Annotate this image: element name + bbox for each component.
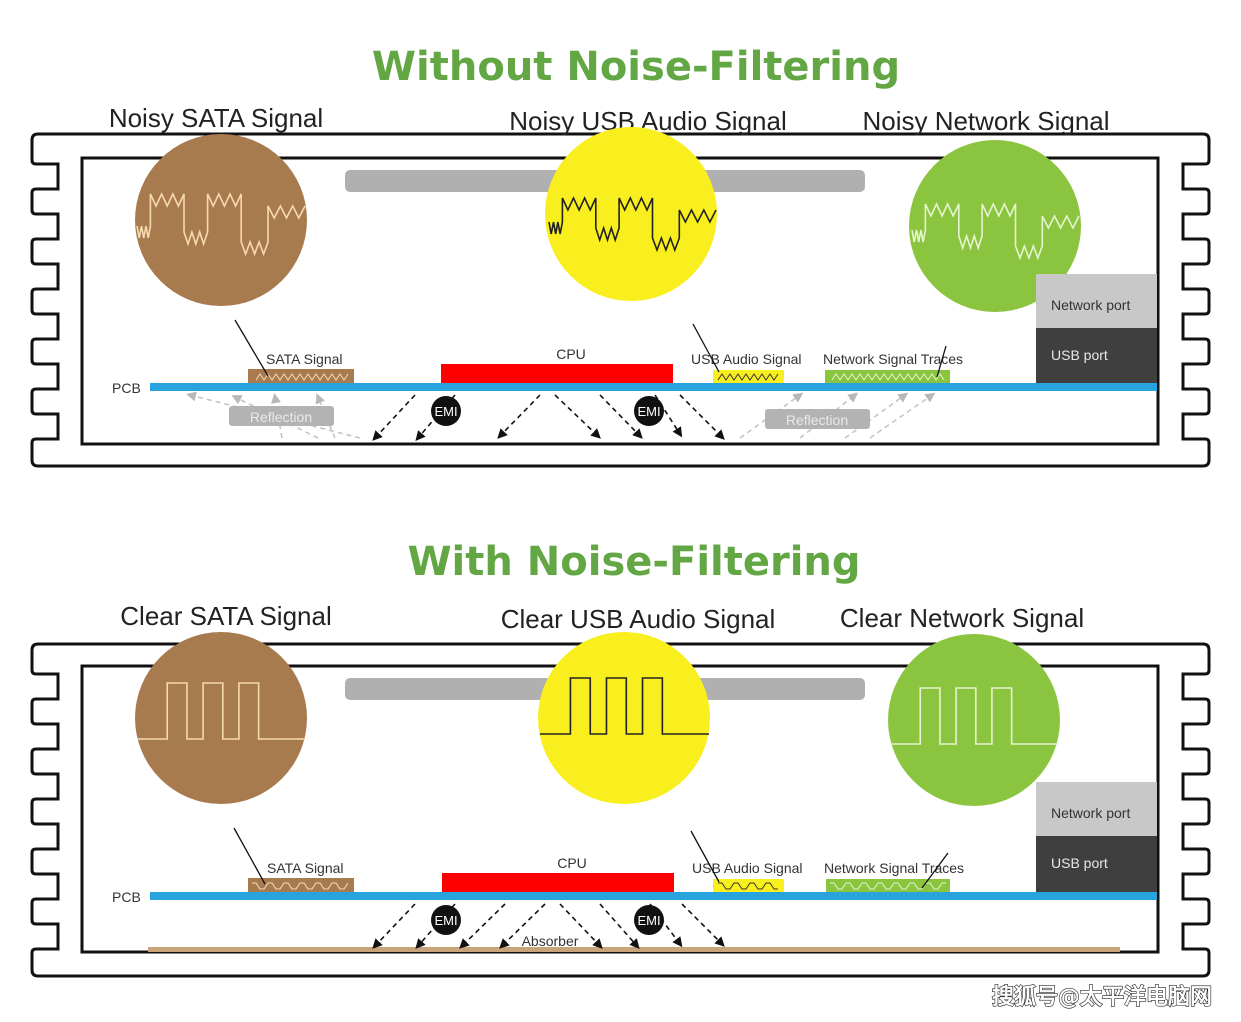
panel-title: Without Noise-Filtering	[372, 44, 900, 90]
sata-signal-title: Clear SATA Signal	[120, 601, 331, 631]
usb-noisy-waveform	[548, 196, 717, 253]
usb-port-label: USB port	[1051, 347, 1108, 363]
emi-label-right: EMI	[637, 913, 660, 928]
sata-signal-circle	[135, 632, 307, 804]
usb-pointer-line	[690, 830, 720, 883]
emi-arrow	[599, 394, 643, 439]
reflection-arrow	[869, 392, 936, 439]
sata-pointer-line	[233, 827, 266, 885]
usb-port-label: USB port	[1051, 855, 1108, 871]
absorber-layer	[148, 947, 1120, 952]
sata-trace-label: SATA Signal	[266, 351, 343, 367]
network-trace-block	[825, 370, 950, 383]
network-signal-circle	[888, 634, 1060, 806]
usb-port	[1036, 836, 1157, 892]
emi-arrow	[497, 394, 541, 439]
reflection-label-left: Reflection	[250, 409, 312, 425]
network-port-label: Network port	[1051, 805, 1130, 821]
absorber-label: Absorber	[522, 933, 579, 949]
network-signal-title: Clear Network Signal	[840, 603, 1084, 633]
emi-label-left: EMI	[434, 913, 457, 928]
reflection-label-right: Reflection	[786, 412, 848, 428]
network-pointer-line	[921, 852, 949, 889]
sata-signal-title: Noisy SATA Signal	[109, 103, 323, 133]
sata-trace-block	[248, 878, 354, 892]
emi-arrow	[499, 903, 546, 949]
case-outer-frame	[30, 132, 1211, 468]
usb-clear-waveform	[540, 677, 709, 735]
emi-arrow	[679, 394, 725, 440]
emi-arrows	[372, 394, 725, 442]
emi-badge-left	[431, 905, 461, 935]
cpu-chip	[442, 873, 674, 892]
cpu-chip	[441, 364, 673, 383]
pcb-board	[150, 383, 1157, 391]
network-trace-label: Network Signal Traces	[823, 351, 963, 367]
emi-arrow	[372, 903, 416, 949]
emi-label-right: EMI	[637, 404, 660, 419]
reflection-badge-right	[765, 409, 870, 429]
network-port	[1036, 274, 1157, 328]
emi-badge-right	[634, 905, 664, 935]
pcb-label: PCB	[112, 380, 141, 396]
reflection-badge-left	[229, 406, 334, 426]
reflection-arrow	[186, 391, 361, 439]
pcb-board	[150, 892, 1157, 900]
watermark: 搜狐号@太平洋电脑网	[992, 984, 1212, 1010]
usb-trace-label: USB Audio Signal	[692, 860, 803, 876]
network-port-label: Network port	[1051, 297, 1130, 313]
sata-pointer-line	[234, 319, 269, 377]
sata-trace-wave	[252, 882, 349, 890]
panel-with-filtering: With Noise-Filtering Clear SATA Signal C…	[30, 539, 1211, 978]
usb-signal-title: Clear USB Audio Signal	[501, 604, 776, 634]
network-clear-waveform	[890, 687, 1058, 745]
pcb-label: PCB	[112, 889, 141, 905]
sata-clear-waveform	[137, 682, 305, 740]
cpu-label: CPU	[556, 346, 586, 362]
emi-badge-right	[634, 396, 664, 426]
panel-title: With Noise-Filtering	[407, 539, 860, 585]
emi-label-left: EMI	[434, 404, 457, 419]
emi-arrow	[372, 394, 416, 441]
usb-trace-wave	[717, 373, 779, 381]
usb-signal-circle	[538, 632, 710, 804]
emi-arrow	[654, 394, 683, 438]
network-trace-wave	[830, 882, 946, 890]
network-noisy-waveform	[911, 202, 1080, 261]
emi-arrow	[554, 394, 601, 439]
emi-arrow	[559, 903, 603, 949]
sata-trace-wave	[255, 373, 349, 381]
usb-port	[1036, 328, 1157, 383]
usb-signal-circle	[545, 127, 717, 301]
network-trace-label: Network Signal Traces	[824, 860, 964, 876]
panel-without-filtering: Without Noise-Filtering Noisy SATA Signa…	[30, 44, 1211, 468]
network-signal-circle	[909, 140, 1081, 312]
network-port	[1036, 782, 1157, 836]
usb-pointer-line	[692, 323, 720, 373]
cpu-label: CPU	[557, 855, 587, 871]
usb-trace-label: USB Audio Signal	[691, 351, 802, 367]
emi-arrow	[459, 903, 506, 949]
sata-signal-circle	[135, 134, 307, 306]
reflection-arrow	[799, 392, 859, 439]
case-outer-frame	[30, 642, 1211, 978]
sata-noisy-waveform	[136, 192, 306, 257]
usb-trace-wave	[718, 882, 778, 890]
emi-arrow	[681, 903, 725, 947]
reflection-arrow	[844, 392, 909, 439]
network-trace-wave	[831, 373, 945, 381]
emi-badge-left	[431, 396, 461, 426]
network-signal-title: Noisy Network Signal	[862, 106, 1109, 136]
network-pointer-line	[936, 345, 947, 378]
emi-arrow	[599, 903, 640, 950]
sata-trace-label: SATA Signal	[267, 860, 344, 876]
